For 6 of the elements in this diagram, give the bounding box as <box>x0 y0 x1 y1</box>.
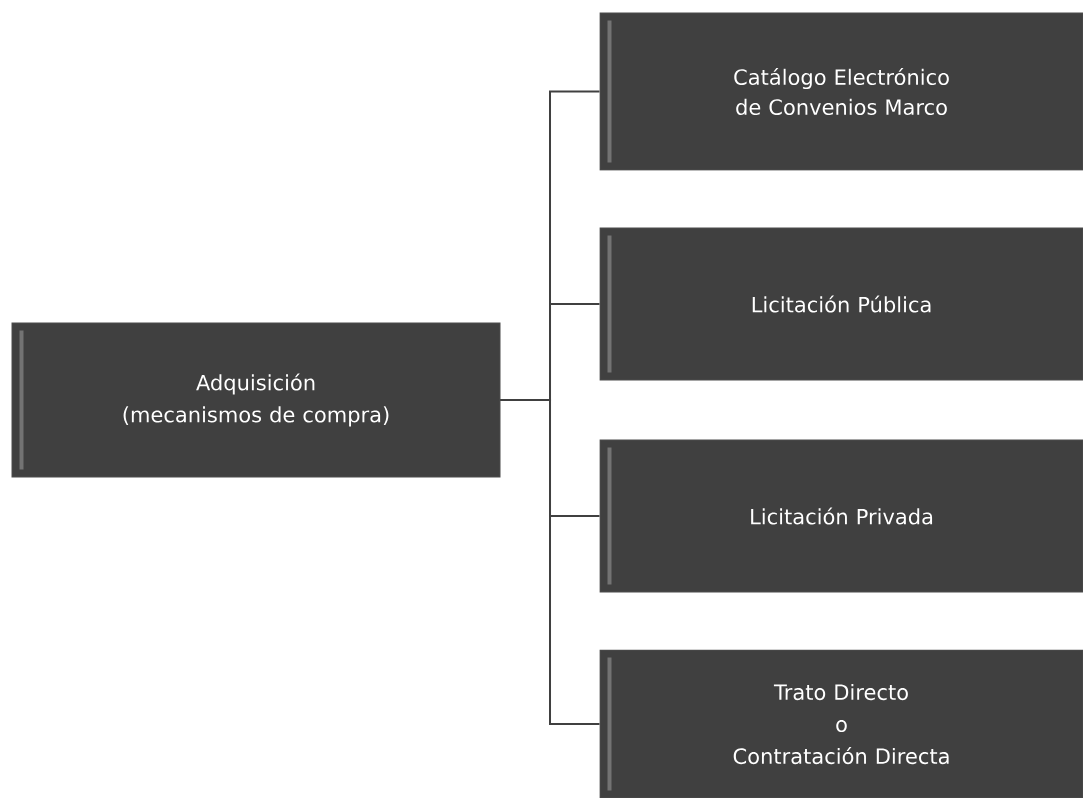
process-box: Licitación Privada <box>599 439 1083 593</box>
process-box: Adquisición (mecanismos de compra) <box>11 322 501 478</box>
process-box: Catálogo Electrónico de Convenios Marco <box>599 12 1083 171</box>
process-box: Licitación Pública <box>599 227 1083 381</box>
connector <box>499 399 601 725</box>
process-box: Trato Directo o Contratación Directa <box>599 649 1083 798</box>
